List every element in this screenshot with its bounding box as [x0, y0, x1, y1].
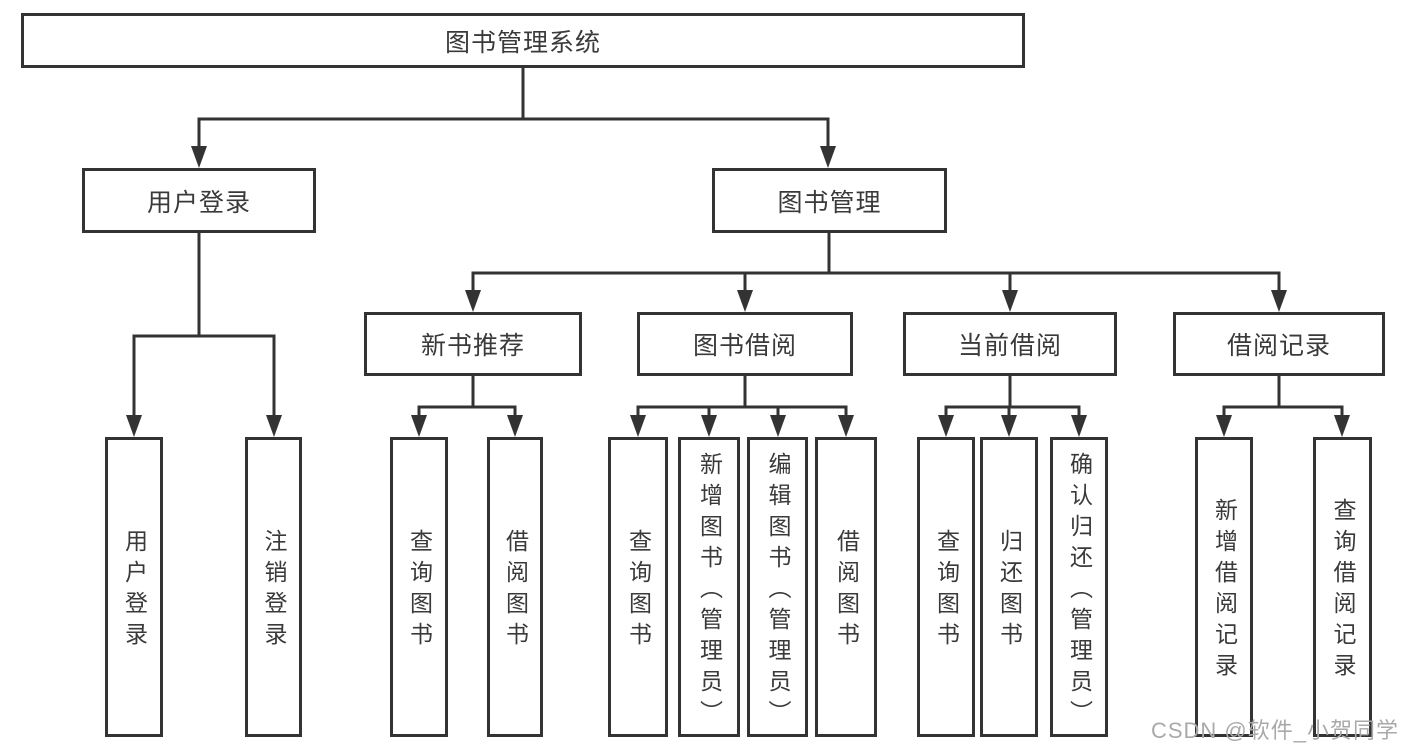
edge-records-rail — [1222, 405, 1344, 421]
leaf-query-books-recommend: 查询图书 — [390, 437, 448, 737]
leaf-query-books-borrowing: 查询图书 — [608, 437, 668, 737]
leaf-edit-books-admin: 编辑图书（管理员） — [747, 437, 808, 737]
leaf-add-books-admin: 新增图书（管理员） — [678, 437, 740, 737]
node-current-borrowing: 当前借阅 — [903, 312, 1117, 376]
node-label: 借阅记录 — [1226, 332, 1331, 360]
leaf-label: 查询图书 — [933, 529, 960, 653]
leaf-label: 编辑图书（管理员） — [765, 451, 791, 731]
leaf-label: 查询图书 — [625, 529, 652, 653]
leaf-query-borrow-record: 查询借阅记录 — [1313, 437, 1372, 737]
leaf-label: 借阅图书 — [833, 529, 860, 653]
arrowheads — [126, 146, 1350, 437]
leaf-label: 注销登录 — [261, 529, 287, 653]
edge-current-rail — [944, 405, 1081, 421]
node-user-login: 用户登录 — [82, 168, 316, 233]
leaf-user-login: 用户登录 — [105, 437, 163, 737]
node-library-management-system: 图书管理系统 — [21, 13, 1025, 68]
edge-borrowing-rail — [636, 405, 848, 421]
leaf-return-books: 归还图书 — [980, 437, 1038, 737]
node-new-book-recommendation: 新书推荐 — [364, 312, 582, 376]
node-label: 图书借阅 — [692, 332, 797, 360]
leaf-label: 新增图书（管理员） — [696, 451, 723, 731]
csdn-watermark: CSDN @软件_小贺同学 — [1150, 718, 1399, 743]
node-label: 新书推荐 — [420, 332, 525, 360]
leaf-confirm-return-admin: 确认归还（管理员） — [1050, 437, 1108, 737]
leaf-label: 新增借阅记录 — [1211, 498, 1238, 684]
leaf-add-borrow-record: 新增借阅记录 — [1195, 437, 1253, 737]
node-label: 用户登录 — [146, 188, 251, 217]
leaf-label: 查询借阅记录 — [1330, 498, 1356, 684]
leaf-label: 确认归还（管理员） — [1066, 451, 1093, 731]
leaf-label: 用户登录 — [121, 529, 148, 653]
leaf-borrow-books-borrowing: 借阅图书 — [815, 437, 877, 737]
edge-level2-rail — [197, 117, 830, 152]
leaf-label: 借阅图书 — [502, 529, 529, 653]
leaf-query-books-current: 查询图书 — [917, 437, 975, 737]
node-label: 图书管理系统 — [444, 28, 601, 57]
leaf-borrow-books-recommend: 借阅图书 — [487, 437, 543, 737]
edge-level3-rail — [471, 271, 1281, 296]
leaf-logout-login: 注销登录 — [245, 437, 302, 737]
leaf-label: 查询图书 — [406, 529, 433, 653]
node-label: 当前借阅 — [957, 332, 1062, 360]
node-book-borrowing: 图书借阅 — [637, 312, 853, 376]
node-book-management: 图书管理 — [712, 168, 947, 233]
node-borrowing-records: 借阅记录 — [1173, 312, 1385, 376]
leaf-label: 归还图书 — [996, 529, 1023, 653]
edge-user-login-rail — [132, 334, 276, 421]
node-label: 图书管理 — [777, 188, 882, 217]
edge-recommend-rail — [417, 405, 517, 421]
